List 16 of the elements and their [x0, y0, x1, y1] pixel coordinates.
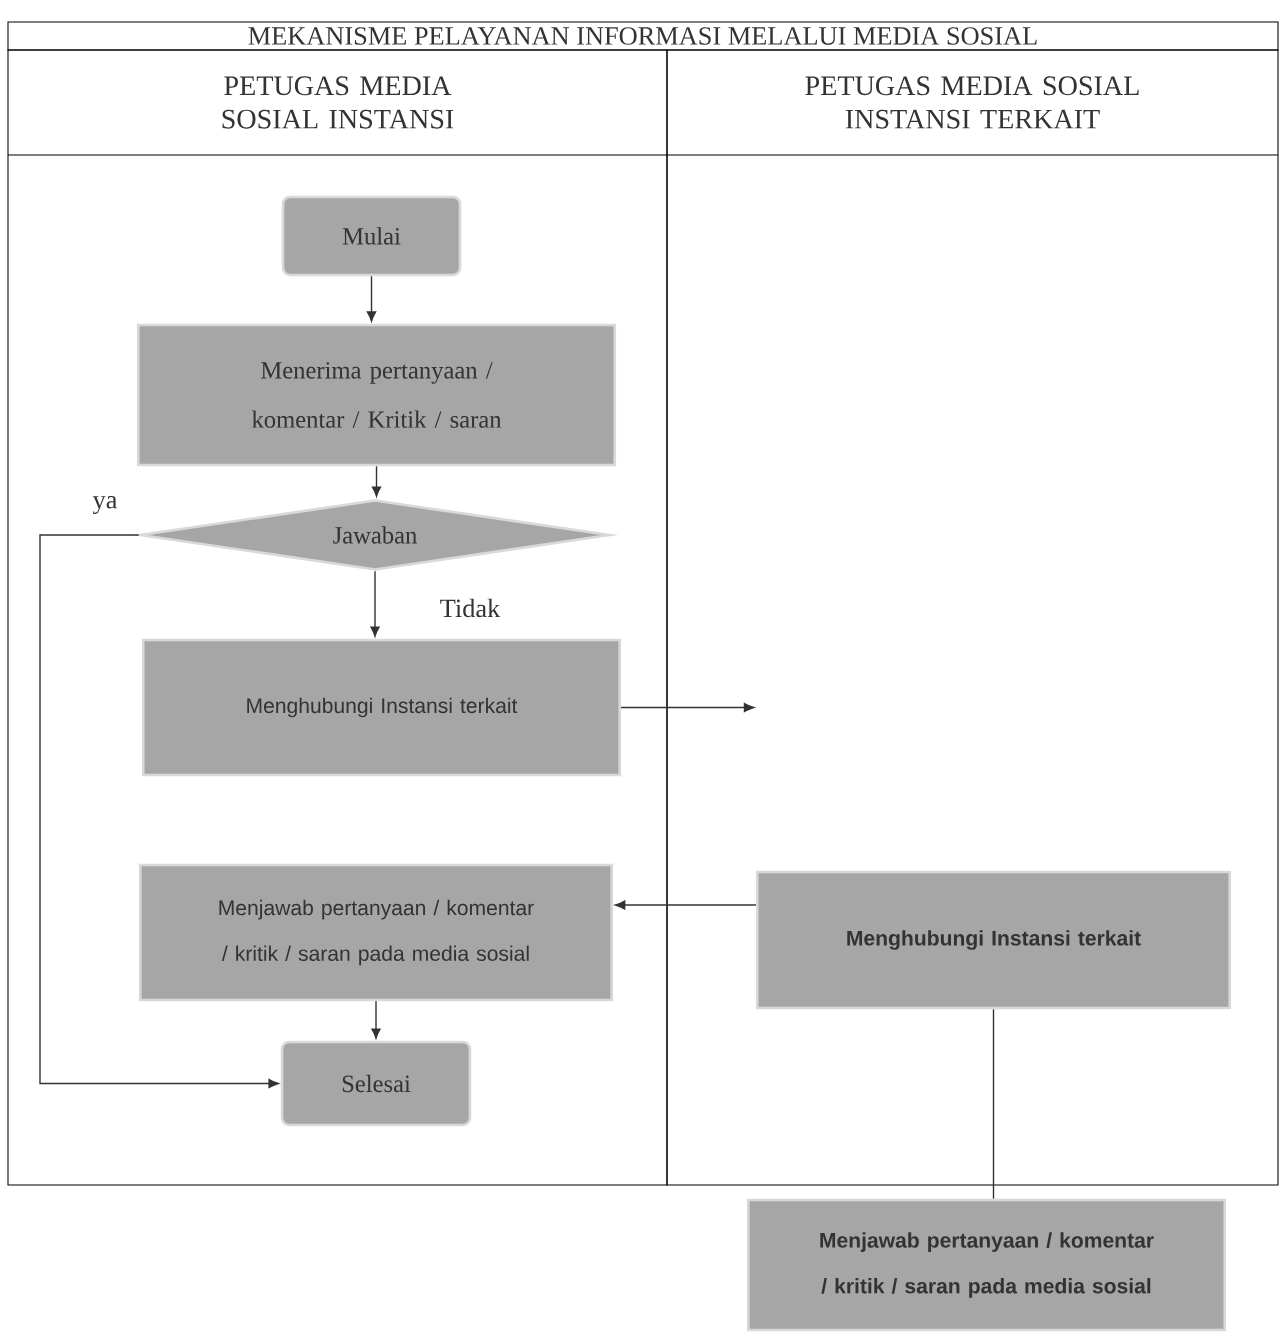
arrow — [370, 570, 380, 637]
process-box: Menghubungi Instansi terkait — [755, 870, 1232, 1010]
arrow — [620, 702, 755, 713]
process-box: Menerima pertanyaan / komentar / Kritik / saran — [136, 323, 617, 467]
arrow — [366, 275, 377, 322]
terminal-box: Selesai — [280, 1040, 472, 1127]
arrow — [371, 1000, 381, 1039]
arrow — [371, 465, 382, 497]
edge-label: ya — [90, 494, 120, 516]
process-box: Menjawab pertanyaan / komentar / kritik / saran pada media sosial — [746, 1198, 1227, 1332]
arrow — [614, 900, 757, 910]
process-box: Menjawab pertanyaan / komentar / kritik / saran pada media sosial — [138, 863, 614, 1002]
arrow — [39, 534, 279, 1089]
terminal-box: Mulai — [281, 195, 462, 277]
table-title: MEKANISME PELAYANAN INFORMASI MELALUI MEDIA SOSIAL — [7, 21, 1279, 51]
process-box: Menghubungi Instansi terkait — [141, 638, 622, 777]
